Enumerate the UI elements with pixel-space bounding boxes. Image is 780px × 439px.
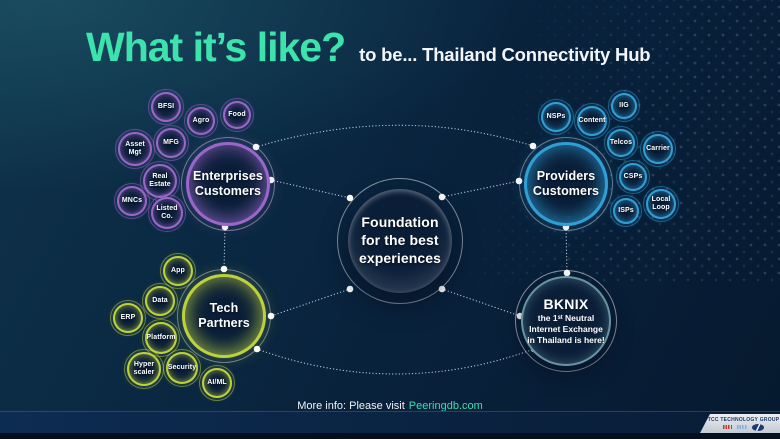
bubble-erp-label: ERP (120, 314, 136, 322)
bubble-iig-label: IIG (619, 102, 629, 110)
bubble-hyper-scaler: Hyper scaler (124, 349, 164, 389)
bubble-csps-label: CSPs (623, 173, 643, 181)
bubble-app: App (160, 253, 196, 289)
company-name: TCC TECHNOLOGY GROUP (707, 416, 780, 423)
bubble-data: Data (142, 283, 178, 319)
bubble-listed-co-label: Listed Co. (156, 205, 178, 220)
footer-logo-plate: TCC TECHNOLOGY GROUP (700, 414, 780, 433)
bknix-title: BKNIX (543, 295, 589, 312)
bubble-mfg-label: MFG (163, 139, 179, 147)
bubble-platform-label: Platform (146, 334, 176, 342)
bubble-mncs-label: MNCs (121, 197, 143, 205)
bubble-iig: IIG (608, 90, 640, 122)
bubble-food-label: Food (228, 111, 246, 119)
bubble-asset-mgt-label: Asset Mgt (125, 141, 145, 156)
footer-logo-mark-red (723, 425, 732, 429)
bubble-listed-co: Listed Co. (148, 194, 186, 232)
footer-logo-row (723, 423, 764, 431)
bottom-strip (0, 411, 780, 433)
bubble-app-label: App (171, 267, 185, 275)
slide-title: What it’s like? (86, 24, 346, 70)
slide-subtitle: to be... Thailand Connectivity Hub (359, 44, 651, 65)
slide-title-row: What it’s like? to be... Thailand Connec… (86, 24, 651, 71)
bknix-subtitle: the 1ˢᵗ Neutral Internet Exchange in Tha… (527, 312, 605, 346)
bubble-providers-customers: Providers Customers (519, 137, 613, 231)
bubble-isps: ISPs (610, 195, 642, 227)
bubble-real-estate: Real Estate (140, 161, 180, 201)
bubble-enterprises-customers: Enterprises Customers (181, 137, 275, 231)
bubble-tech-partners-label: Tech Partners (198, 301, 250, 330)
bubble-bfsi-label: BFSI (157, 103, 175, 111)
footer-logo-mark-blue (737, 425, 747, 429)
tcc-swoosh-icon (752, 423, 764, 431)
bottom-edge-bar (0, 433, 780, 439)
bubble-foundation-label: Foundation for the best experiences (358, 214, 442, 266)
bubble-telcos: Telcos (604, 126, 638, 160)
bubble-platform: Platform (142, 319, 180, 357)
bubble-carrier-label: Carrier (646, 145, 670, 153)
bubble-carrier: Carrier (640, 131, 676, 167)
more-info-text: More info: Please visit (297, 400, 405, 412)
bubble-local-loop-label: Local Loop (651, 196, 671, 211)
bubble-content-label: Content (578, 117, 606, 125)
bubble-tech-partners: Tech Partners (177, 269, 271, 363)
bubble-agro: Agro (184, 104, 218, 138)
bubble-providers-customers-label: Providers Customers (532, 169, 600, 198)
bubble-mfg: MFG (153, 125, 189, 161)
bubble-foundation: Foundation for the best experiences (337, 178, 463, 304)
bubble-local-loop: Local Loop (643, 186, 679, 222)
bubble-isps-label: ISPs (618, 207, 634, 215)
bubble-nsps-label: NSPs (546, 113, 566, 121)
bubble-ai-ml: AI/ML (199, 365, 235, 401)
bubble-hyper-scaler-label: Hyper scaler (133, 361, 155, 376)
bubble-content: Content (574, 103, 610, 139)
bubble-security-label: Security (167, 364, 197, 372)
bubble-erp: ERP (110, 300, 146, 336)
bubble-food: Food (220, 98, 254, 132)
bubble-real-estate-label: Real Estate (149, 173, 171, 188)
bubble-ai-ml-label: AI/ML (207, 379, 227, 387)
bubble-telcos-label: Telcos (609, 139, 633, 147)
bubble-agro-label: Agro (192, 117, 210, 125)
bubble-enterprises-customers-label: Enterprises Customers (193, 169, 263, 198)
bubble-data-label: Data (152, 297, 168, 305)
bubble-nsps: NSPs (538, 99, 574, 135)
peeringdb-link[interactable]: Peeringdb.com (408, 400, 483, 412)
bubble-security: Security (163, 349, 201, 387)
bubble-csps: CSPs (616, 160, 650, 194)
bubble-bfsi: BFSI (148, 89, 184, 125)
